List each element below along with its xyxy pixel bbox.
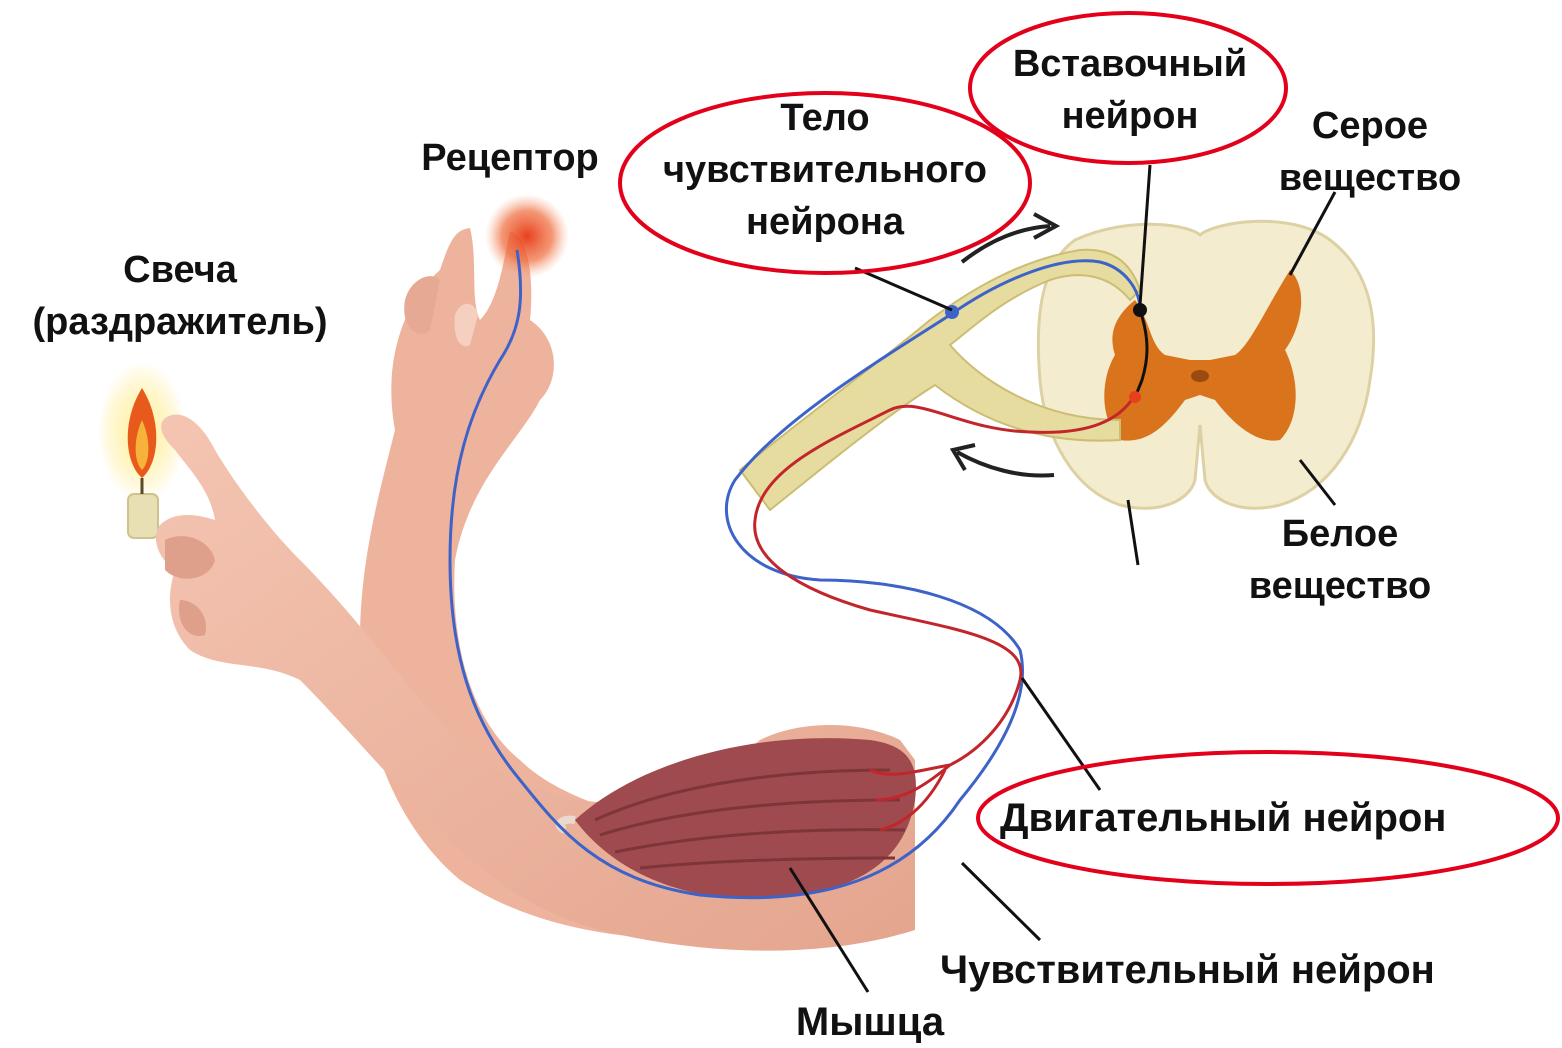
muscle-label: Мышца bbox=[770, 996, 970, 1048]
receptor-label: Рецептор bbox=[410, 132, 610, 184]
candle-label: Свеча (раздражитель) bbox=[10, 244, 350, 348]
sensory-neuron-label: Чувствительный нейрон bbox=[940, 944, 1500, 996]
grey-matter-label: Серое вещество bbox=[1270, 100, 1470, 204]
white-matter-label: Белое вещество bbox=[1230, 508, 1450, 612]
direction-arrow-out bbox=[953, 445, 1054, 476]
interneuron-label: Вставочный нейрон bbox=[985, 38, 1275, 142]
motor-neuron-label: Двигательный нейрон bbox=[1000, 792, 1500, 844]
receptor-glow-icon bbox=[485, 194, 569, 278]
candle-icon bbox=[98, 362, 186, 538]
sensory-body-label: Тело чувствительного нейрона bbox=[630, 92, 1020, 248]
